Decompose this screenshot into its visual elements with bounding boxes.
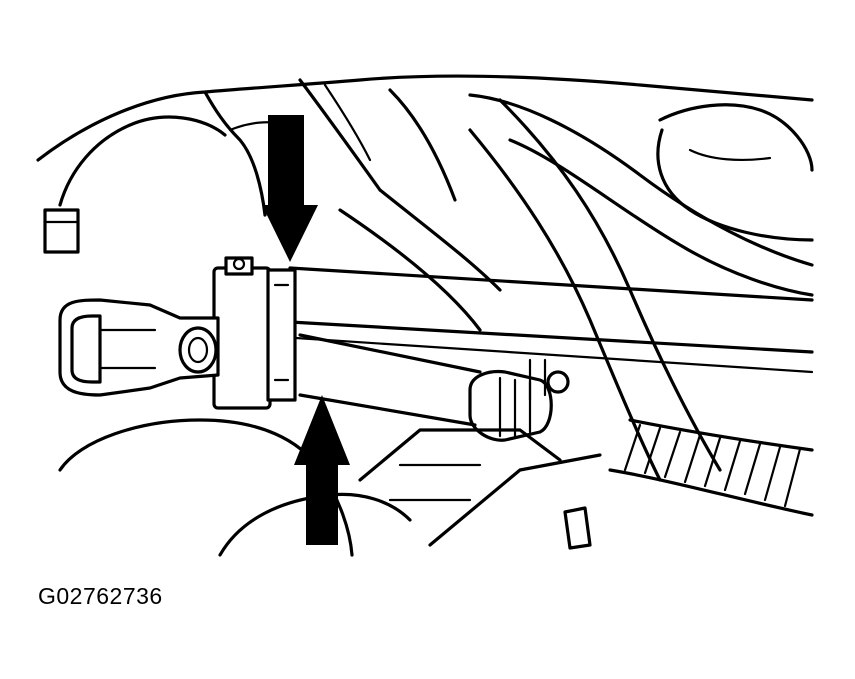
sensor-body (212, 256, 297, 410)
arrow-up-icon (294, 395, 350, 545)
intake-manifold (36, 74, 814, 217)
arrow-down-icon (262, 115, 318, 262)
engine-component-illustration (36, 74, 814, 557)
hose-clamp (298, 333, 570, 442)
electrical-connector (58, 298, 220, 397)
vacuum-cap (43, 208, 80, 254)
figure-id-label: G02762736 (38, 583, 163, 609)
crossing-hose (338, 98, 722, 482)
callout-arrows (262, 115, 350, 545)
horizontal-tubes (288, 266, 814, 374)
wire-loom (608, 418, 814, 517)
